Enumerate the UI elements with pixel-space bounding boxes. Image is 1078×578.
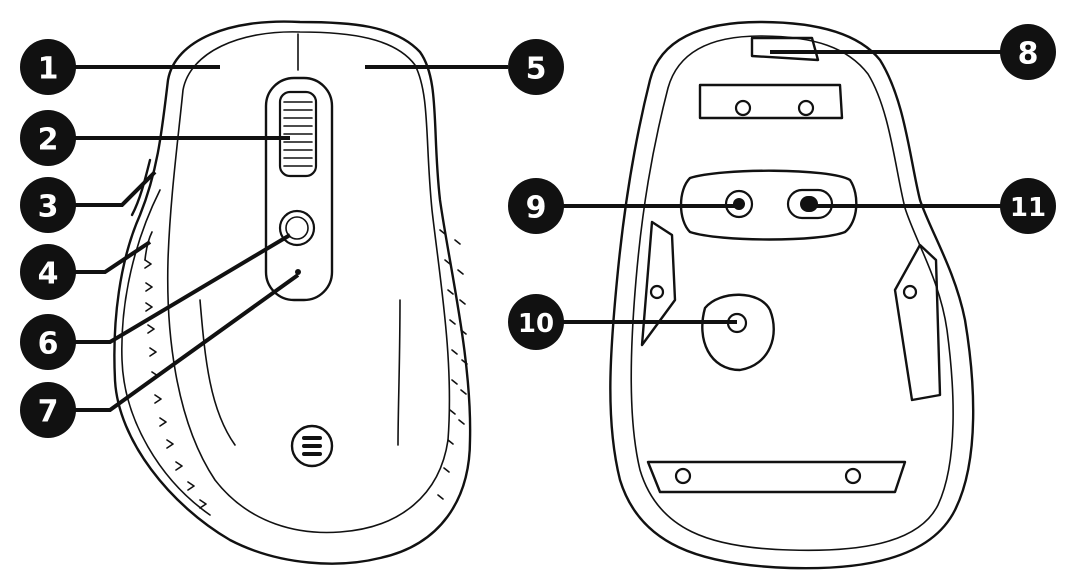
dpi-button-inner [285,216,309,240]
callout-label-5: 5 [526,52,547,87]
right-palm-line [397,299,401,446]
callout-label-8: 8 [1018,37,1039,72]
callout-7: 7 [20,382,76,438]
callout-5: 5 [508,39,564,95]
mouse-bottom-view [609,20,975,570]
bottom-inner-surface [630,35,954,552]
callout-label-11: 11 [1010,193,1046,223]
optical-sensor-window [701,293,775,372]
callout-label-1: 1 [38,52,59,87]
sensor-module [679,169,858,241]
left-foot-pad [640,220,677,347]
leader-3 [70,170,157,207]
brand-logo [290,424,334,468]
callout-4: 4 [20,244,76,300]
left-grip-texture [144,259,207,509]
callout-label-3: 3 [38,190,59,225]
right-grip-texture [437,229,468,500]
callout-label-9: 9 [526,191,547,226]
callout-label-4: 4 [38,257,59,292]
callout-2: 2 [20,110,76,166]
callout-label-6: 6 [38,327,59,362]
top-foot-plate [698,83,844,120]
leader-4 [70,240,152,274]
bottom-foot-plate [646,460,907,494]
callout-badges: 1 2 3 4 5 6 7 8 [20,24,1056,438]
callout-1: 1 [20,39,76,95]
callout-label-10: 10 [518,309,554,339]
leader-lines [70,50,1002,412]
callout-6: 6 [20,314,76,370]
callout-8: 8 [1000,24,1056,80]
mouse-top-view [113,20,472,565]
callout-11: 11 [1000,178,1056,234]
side-button-forward[interactable] [130,158,152,217]
scroll-wheel-ridges [283,101,313,167]
callout-label-7: 7 [38,395,59,430]
leader-6 [70,233,292,344]
left-palm-line [199,299,236,446]
leader-7 [70,273,300,412]
bottom-outer-shell [609,20,975,570]
left-grip-panel [121,189,211,516]
top-inner-surface [166,31,451,534]
callout-10: 10 [508,294,564,350]
indicator-led [295,269,301,275]
right-foot-pad [893,243,942,402]
top-outer-shell [113,20,472,565]
receiver-slot[interactable] [750,36,820,62]
center-control-strip [264,76,334,302]
callout-9: 9 [508,178,564,234]
callout-3: 3 [20,177,76,233]
callout-label-2: 2 [38,123,59,158]
